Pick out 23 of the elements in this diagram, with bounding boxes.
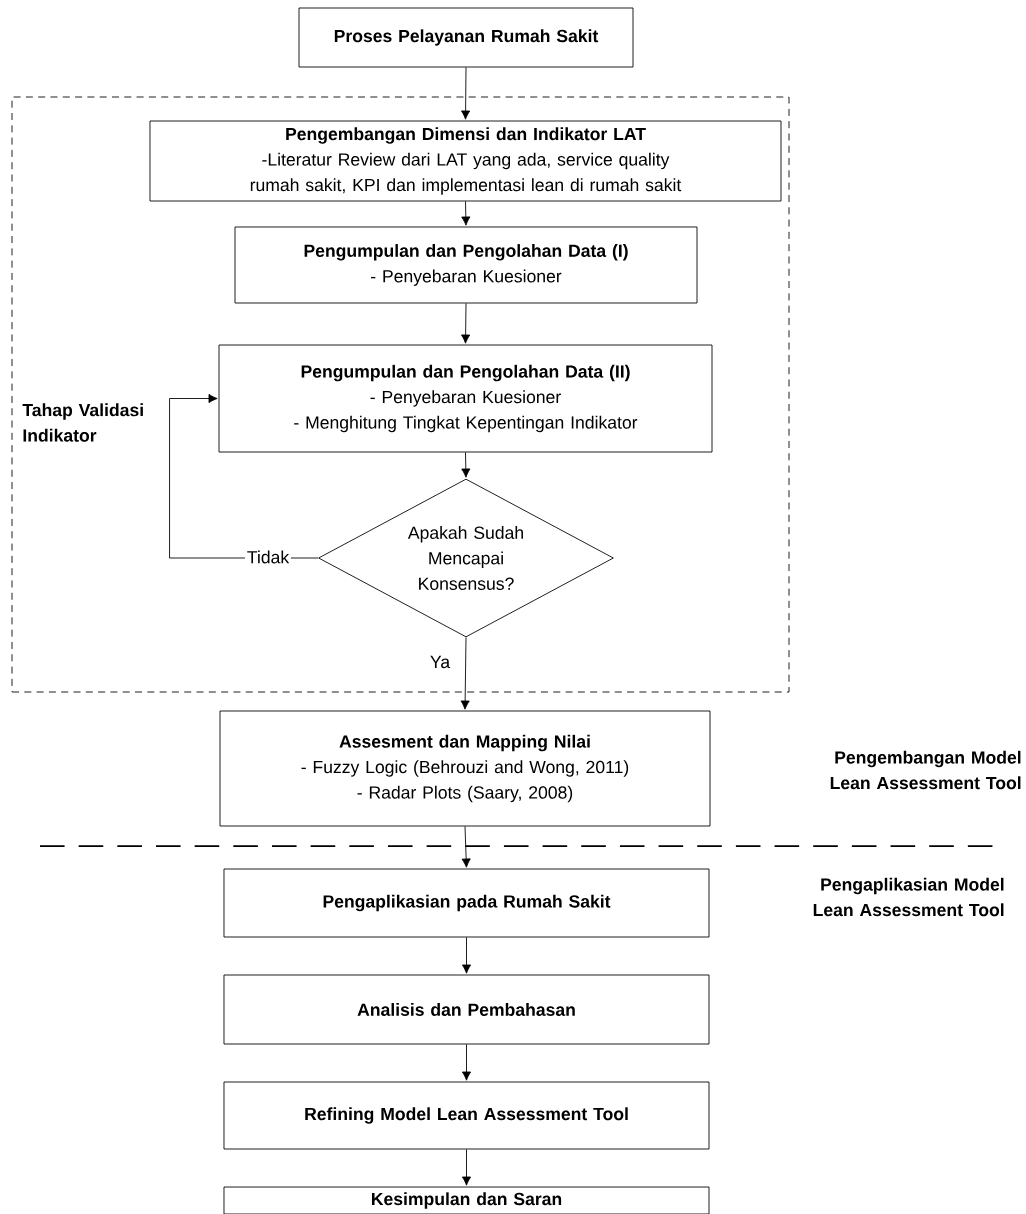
edge-label: Ya bbox=[428, 654, 452, 670]
arrow bbox=[169, 393, 319, 559]
arrow bbox=[461, 452, 471, 478]
process-box: Pengembangan Dimensi dan Indikator LAT -Literatur Review dari LAT yang ada, service quality rumah sakit, KPI dan implementasi lean di rumah sakit bbox=[149, 120, 782, 202]
process-box: Assesment dan Mapping Nilai - Fuzzy Logic (Behrouzi and Wong, 2011) - Radar Plots (Saary, 2008) bbox=[219, 710, 711, 827]
arrow bbox=[461, 1044, 472, 1081]
process-box: Proses Pelayanan Rumah Sakit bbox=[298, 7, 634, 68]
section-label: Pengembangan Model Lean Assessment Tool bbox=[830, 750, 1021, 790]
arrow bbox=[461, 303, 471, 344]
arrow bbox=[460, 637, 470, 710]
arrow bbox=[461, 201, 471, 226]
process-box: Refining Model Lean Assessment Tool bbox=[223, 1081, 710, 1150]
process-box: Pengaplikasian pada Rumah Sakit bbox=[223, 868, 710, 938]
process-box: Pengumpulan dan Pengolahan Data (I) - Penyebaran Kuesioner bbox=[234, 226, 698, 304]
process-box: Pengumpulan dan Pengolahan Data (II) - Penyebaran Kuesioner - Menghitung Tingkat Kepentingan Indikator bbox=[218, 344, 713, 453]
process-box: Kesimpulan dan Saran bbox=[223, 1186, 710, 1214]
process-box: Analisis dan Pembahasan bbox=[223, 974, 710, 1045]
arrow bbox=[461, 937, 472, 974]
arrow bbox=[461, 826, 471, 868]
arrow bbox=[461, 67, 471, 120]
edge-label: Tidak bbox=[245, 548, 291, 566]
section-label: Pengaplikasian Model Lean Assessment Tool bbox=[813, 877, 1004, 917]
arrow bbox=[461, 1149, 472, 1186]
